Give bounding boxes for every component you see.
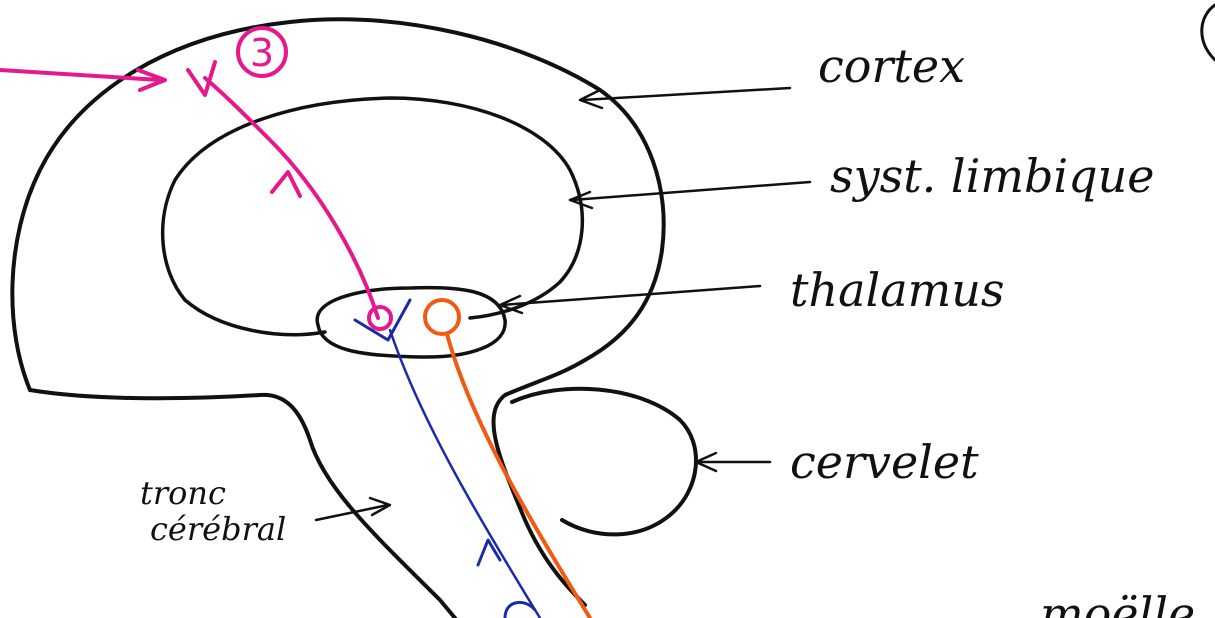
orange-pathway [447,334,590,618]
label-spinal-cord-partial: moëlle [1040,587,1195,618]
pathway-number-label: 3 [250,31,274,75]
thalamus-outline [317,288,505,357]
blue-partial-neuron-icon [505,602,535,618]
pink-terminal-v-icon [188,62,215,95]
brainstem-left-outline [30,390,455,618]
label-brainstem-line1: tronc [140,474,226,512]
cortex-outline [12,19,663,605]
label-cortex: cortex [818,39,965,93]
label-thalamus: thalamus [790,263,1005,317]
pink-pathway [205,78,378,318]
cerebellum-outline [512,389,696,535]
orange-thalamic-neuron-icon [425,300,459,334]
pink-upward-arrowhead-icon [272,172,300,196]
label-cerebellum: cervelet [790,435,979,489]
label-limbic-system: syst. limbique [830,149,1154,203]
cortex-pointer-arrow [582,88,790,100]
limbic-system-outline [163,98,583,318]
label-brainstem-line2: cérébral [150,510,286,548]
limbic-system-base [185,300,325,335]
edge-partial-bracket [1202,5,1215,60]
limbic-pointer-arrow [572,182,810,200]
